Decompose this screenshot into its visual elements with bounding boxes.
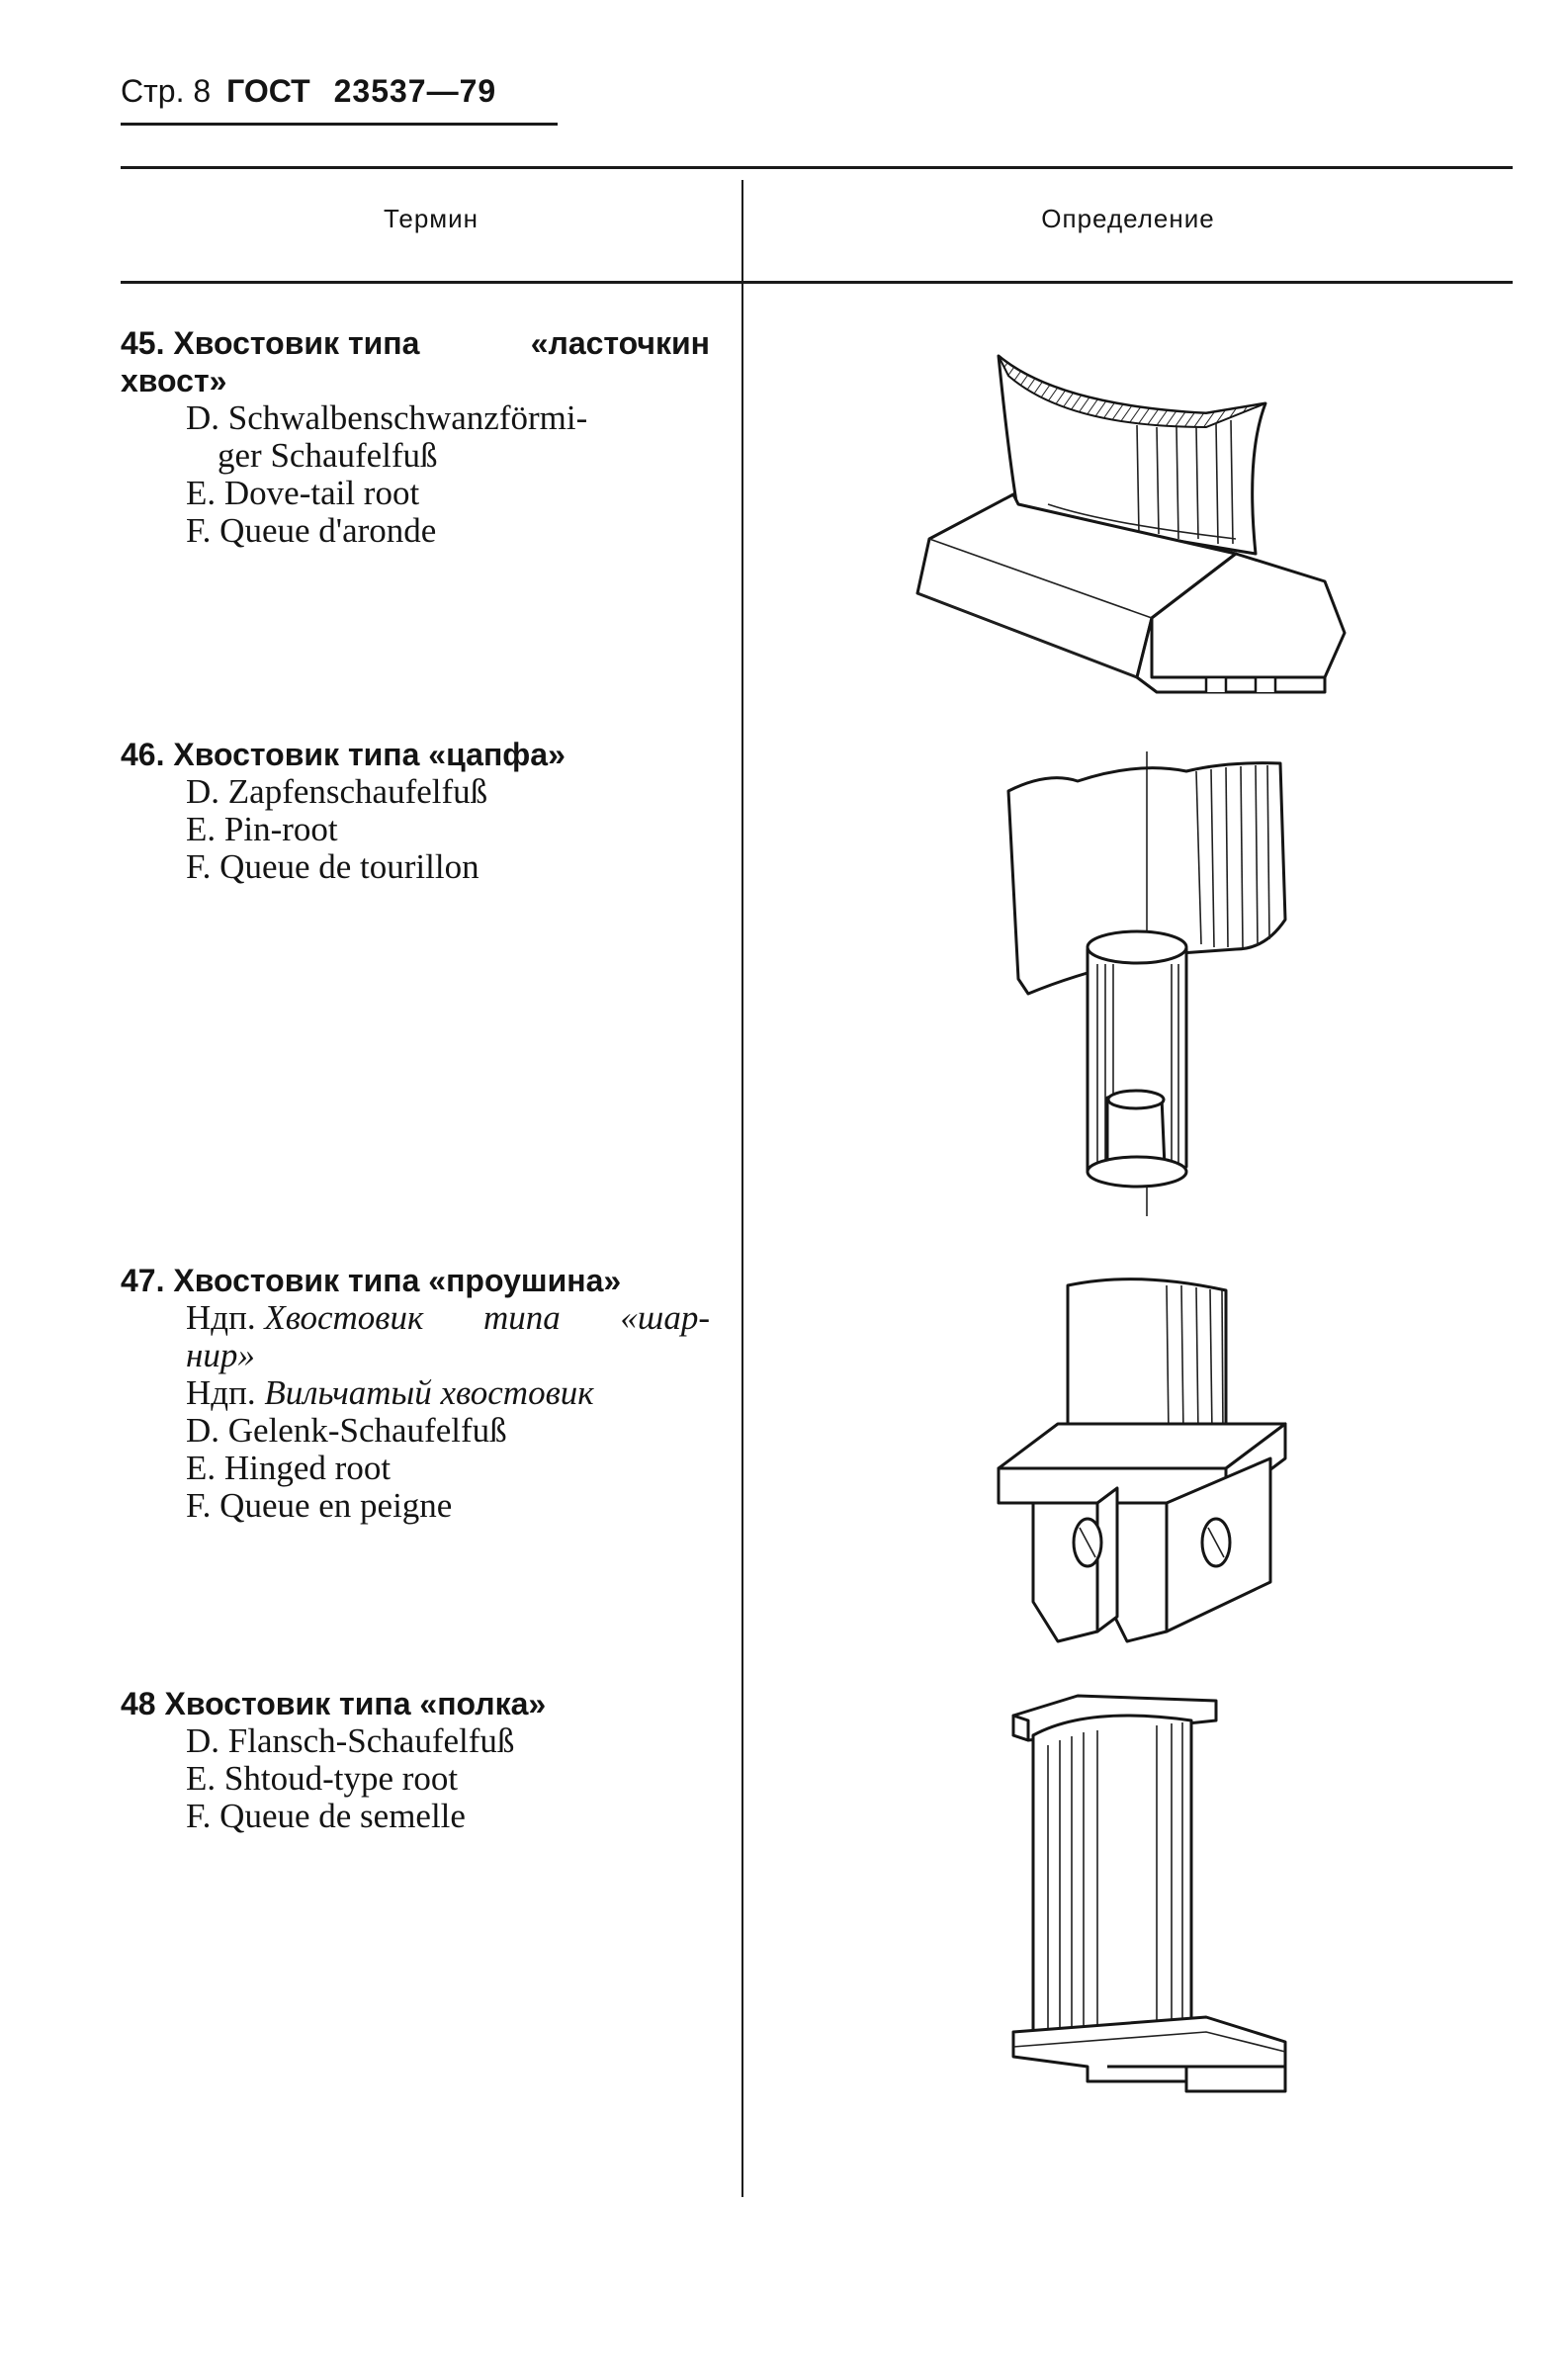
table-header-rule [121, 281, 1513, 284]
term-deprecated-cont: нир» [186, 1336, 255, 1374]
pin-root-drawing [1006, 751, 1287, 1216]
term-de: D. Flansch-Schaufelfuß [186, 1721, 515, 1760]
term-de-cont: ger Schaufelfuß [218, 436, 438, 475]
term-entry-47: 47. Хвостовик типа «проушина» Ндп. Хвост… [121, 1262, 714, 1525]
term-title: 48 Хвостовик типа «полка» [121, 1686, 547, 1721]
term-entry-45: 45. Хвостовик типа «ласточкин хвост» D. … [121, 324, 714, 550]
column-header-term: Термин [383, 204, 479, 233]
blade-shading [1047, 419, 1237, 545]
term-en: E. Pin-root [186, 810, 338, 848]
term-entry-46: 46. Хвостовик типа «цапфа» D. Zapfenscha… [121, 736, 714, 886]
term-deprecated: Ндп. Хвостовик типа «шар- [186, 1298, 710, 1337]
term-fr: F. Queue de semelle [186, 1797, 466, 1835]
term-de: D. Gelenk-Schaufelfuß [186, 1411, 507, 1450]
term-fr: F. Queue d'aronde [186, 511, 437, 550]
term-en: E. Hinged root [186, 1449, 392, 1487]
page-header: Стр. 8 ГОСТ 23537—79 [121, 69, 496, 113]
term-title: 45. Хвостовик типа «ласточкин [121, 325, 710, 361]
term-deprecated-2: Ндп. Вильчатый хвостовик [186, 1373, 594, 1412]
table-top-rule [121, 166, 1513, 169]
term-title: 47. Хвостовик типа «проушина» [121, 1263, 622, 1298]
term-fr: F. Queue de tourillon [186, 847, 479, 886]
dovetail-root-drawing [915, 354, 1347, 694]
term-de: D. Schwalbenschwanzförmi- [186, 398, 588, 437]
hinged-root-drawing [997, 1278, 1287, 1643]
shroud-root-drawing [1011, 1694, 1287, 2093]
term-fr: F. Queue en peigne [186, 1486, 453, 1525]
standard-number: 23537—79 [333, 73, 497, 109]
term-title: 46. Хвостовик типа «цапфа» [121, 737, 566, 772]
column-header-definition: Определение [1041, 204, 1215, 233]
blade-shading [1195, 764, 1270, 948]
term-de: D. Zapfenschaufelfuß [186, 772, 488, 811]
term-en: E. Dove-tail root [186, 474, 420, 512]
term-en: E. Shtoud-type root [186, 1759, 459, 1798]
blade-shading [1166, 1284, 1224, 1435]
standard-label: ГОСТ [226, 73, 310, 109]
term-title-cont: хвост» [121, 363, 227, 398]
column-divider [741, 180, 743, 2197]
term-entry-48: 48 Хвостовик типа «полка» D. Flansch-Sch… [121, 1685, 714, 1835]
blade-shading [1047, 1722, 1183, 2037]
header-underline [121, 123, 558, 126]
page-number: Стр. 8 [121, 73, 212, 109]
